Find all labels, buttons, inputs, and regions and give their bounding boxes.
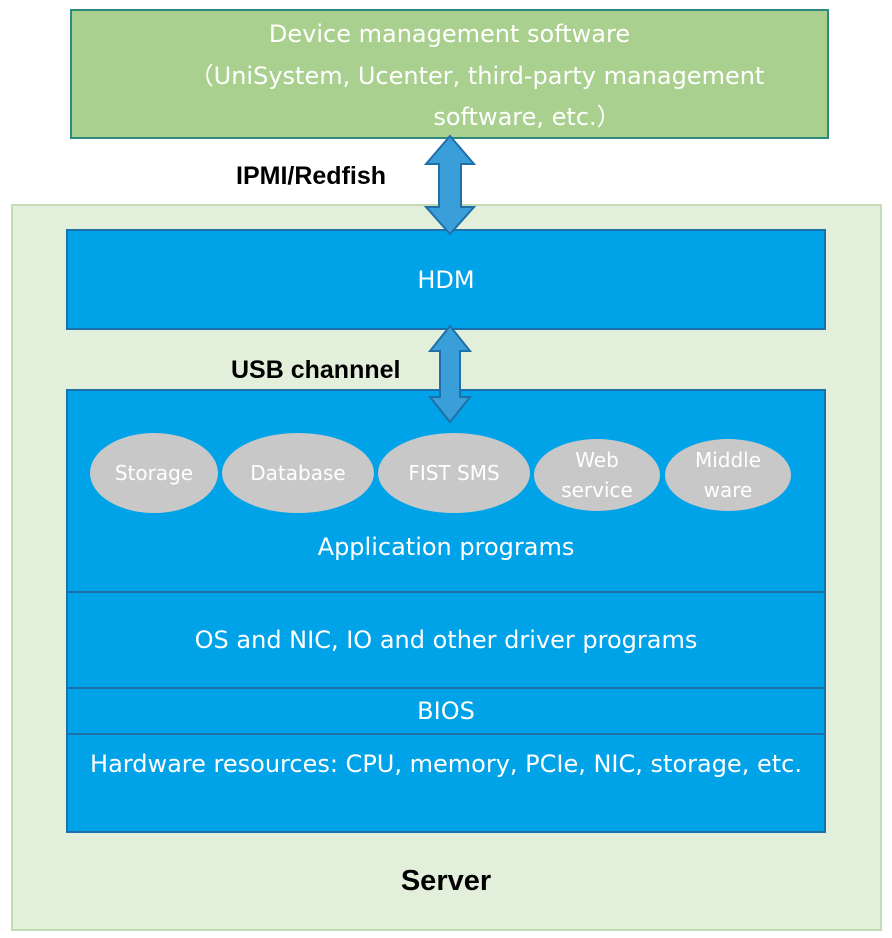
app-database: Database bbox=[222, 433, 374, 513]
app-web-service: Web service bbox=[534, 439, 660, 511]
protocol-label: IPMI/Redfish bbox=[236, 162, 387, 190]
os-driver-label: OS and NIC, IO and other driver programs bbox=[194, 626, 698, 654]
ipmi-double-arrow bbox=[423, 134, 477, 236]
management-examples-line2: software, etc.） bbox=[433, 103, 621, 131]
application-programs-label: Application programs bbox=[317, 533, 575, 561]
app-fist-sms: FIST SMS bbox=[378, 433, 530, 513]
management-software-box: Device management software （UniSystem, U… bbox=[70, 9, 829, 139]
server-software-stack: Storage Database FIST SMS Web service Mi… bbox=[66, 389, 826, 833]
hardware-label: Hardware resources: CPU, memory, PCIe, N… bbox=[90, 750, 802, 778]
bios-layer: BIOS bbox=[68, 687, 824, 733]
os-driver-layer: OS and NIC, IO and other driver programs bbox=[68, 591, 824, 687]
server-label: Server bbox=[400, 865, 492, 897]
channel-label: USB channnel bbox=[231, 356, 401, 384]
application-layer: Storage Database FIST SMS Web service Mi… bbox=[68, 391, 824, 591]
bios-label: BIOS bbox=[417, 697, 475, 725]
usb-double-arrow bbox=[427, 324, 473, 424]
hardware-layer: Hardware resources: CPU, memory, PCIe, N… bbox=[68, 733, 824, 831]
app-storage: Storage bbox=[90, 433, 218, 513]
hdm-label: HDM bbox=[417, 265, 475, 294]
management-examples-line1: （UniSystem, Ucenter, third-party managem… bbox=[189, 62, 765, 90]
hdm-box: HDM bbox=[66, 229, 826, 330]
management-title: Device management software bbox=[268, 20, 631, 48]
app-middleware: Middle ware bbox=[665, 439, 791, 511]
